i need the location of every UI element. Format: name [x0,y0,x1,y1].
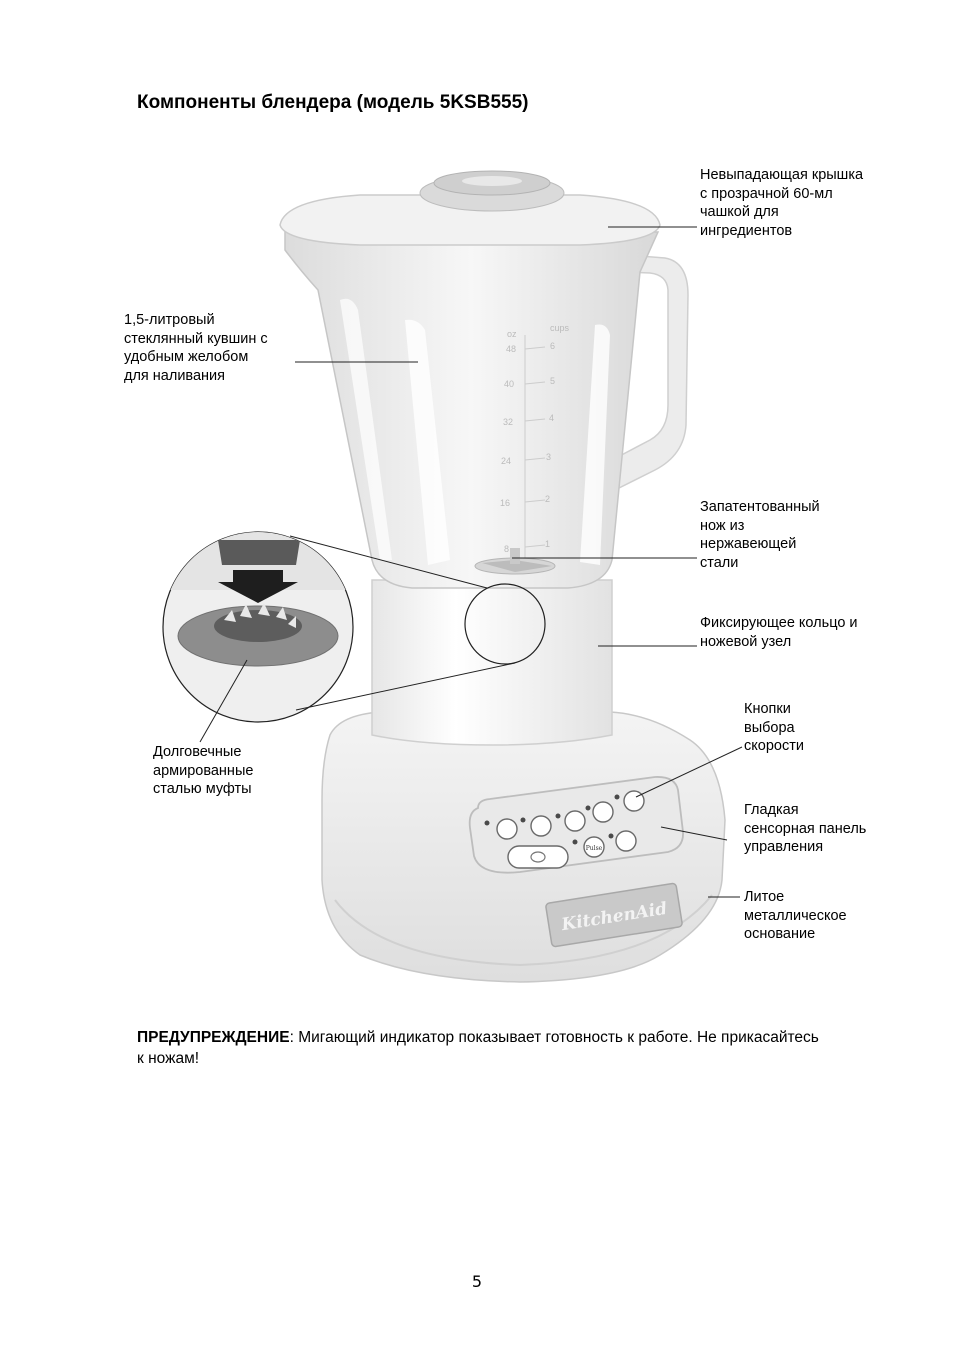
scale-oz-40: 40 [504,379,514,389]
blade-assembly [474,548,556,575]
callout-ring: Фиксирующее кольцо и ножевой узел [700,615,858,650]
page-title: Компоненты блендера (модель 5KSB555) [137,92,529,113]
down-arrow-icon [218,570,298,603]
callout-coupling: Долговечные армированные сталью муфты [153,744,254,797]
speed-button-3[interactable] [564,810,586,832]
power-icon [530,851,546,863]
upper-coupling [218,540,300,565]
scale-cups-4: 4 [549,413,554,423]
scale-oz-16: 16 [500,498,510,508]
page-number: 5 [471,1272,483,1291]
scale-cups-6: 6 [550,341,555,351]
jar-measurement-scale: oz cups 48 6 40 5 32 4 24 3 16 2 8 1 [500,323,570,560]
scale-cups-2: 2 [545,494,550,504]
callout-leaders [199,226,743,898]
speed-button-4[interactable] [592,801,614,823]
pulse-button-label: Pulse [586,845,603,852]
scale-cups-header: cups [550,323,570,333]
power-button[interactable] [507,845,569,869]
kitchenaid-badge: KitchenAid [545,882,683,948]
warning-paragraph: ПРЕДУПРЕЖДЕНИЕ: Мигающий индикатор показ… [137,1027,827,1069]
pulse-button[interactable] [583,836,605,858]
scale-oz-header: oz [507,329,517,339]
lid [279,170,661,246]
glass-jar: oz cups 48 6 40 5 32 4 24 3 16 2 8 1 [284,231,660,589]
callout-base: Литое металлическое основание [744,889,847,942]
coupling-magnifier [162,531,546,723]
coupling-focus-circle [464,583,546,665]
callout-speed-buttons: Кнопки выбора скорости [744,701,804,754]
speed-button-1[interactable] [496,818,518,840]
blender-collar [371,579,613,746]
indicator-lights [484,794,620,845]
callout-jar: 1,5-литровый стеклянный кувшин с удобным… [124,312,268,384]
scale-oz-24: 24 [501,456,511,466]
callout-blade: Запатентованный нож из нержавеющей стали [700,499,820,571]
speed-button-5[interactable] [623,790,645,812]
scale-cups-1: 1 [545,539,550,549]
control-panel: Pulse [468,776,684,874]
callout-lid: Невыпадающая крышка с прозрачной 60-мл ч… [700,167,864,239]
callout-panel: Гладкая сенсорная панель управления [744,802,867,855]
warning-label: ПРЕДУПРЕЖДЕНИЕ [137,1029,290,1046]
crush-button[interactable] [615,830,637,852]
speed-buttons[interactable] [496,790,645,858]
scale-oz-32: 32 [503,417,513,427]
speed-button-2[interactable] [530,815,552,837]
scale-oz-48: 48 [506,344,516,354]
scale-cups-3: 3 [546,452,551,462]
warning-text: : Мигающий индикатор показывает готовнос… [137,1029,819,1067]
scale-oz-8: 8 [504,544,509,554]
scale-cups-5: 5 [550,376,555,386]
